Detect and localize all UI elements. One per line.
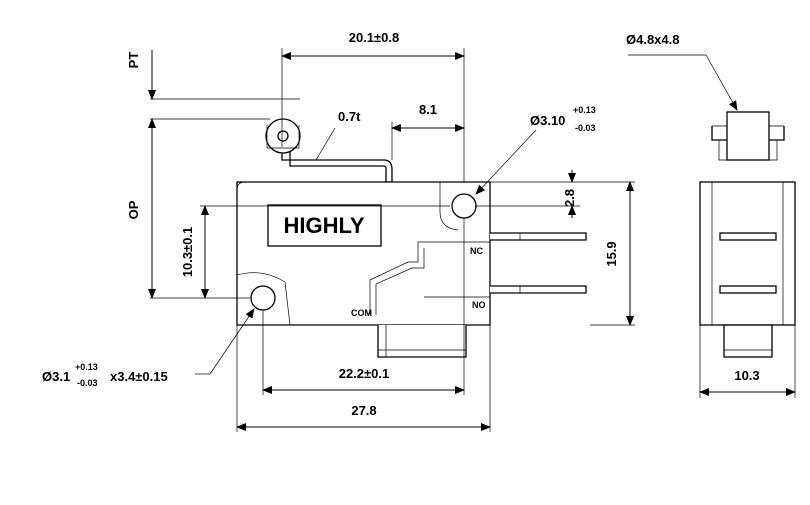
dim-top-hole-tol-minus: -0.03 (575, 123, 596, 133)
dim-pt: PT (126, 52, 141, 69)
hole-boss (236, 272, 291, 326)
dim-roller-size: Ø4.8x4.8 (626, 32, 680, 47)
dim-bottom-hole-dia: Ø3.1 (42, 369, 70, 384)
roller-bracket-left (711, 126, 727, 141)
brand-label-box (267, 204, 382, 247)
side-view (699, 111, 796, 358)
top-mounting-hole (451, 193, 477, 219)
dim-bottom-hole-depth: x3.4±0.15 (110, 369, 168, 384)
side-terminal-no (719, 285, 777, 294)
hole-boss (439, 182, 459, 231)
dim-width-top: 20.1±0.8 (349, 30, 400, 45)
roller-axle (277, 130, 289, 142)
dim-op: OP (126, 200, 141, 219)
side-roller (726, 111, 770, 161)
com-label: COM (351, 308, 372, 318)
com-terminal-path (369, 241, 490, 315)
side-bottom-tab (723, 324, 773, 358)
dim-lever-offset: 8.1 (419, 102, 437, 117)
lever-arm (281, 146, 393, 183)
bottom-mounting-hole (250, 285, 276, 311)
body-bottom-tab (377, 325, 467, 358)
leader-line (209, 308, 255, 375)
roller-fork (718, 140, 778, 161)
brand-label: HIGHLY (283, 213, 364, 238)
dim-height-right: 15.9 (604, 241, 619, 266)
side-dimensions: Ø4.8x4.8 10.3 (626, 32, 796, 398)
dim-body-length: 27.8 (351, 403, 376, 418)
roller-bracket-right (769, 126, 785, 141)
dim-hole-spacing: 10.3±0.1 (180, 227, 195, 278)
dim-top-hole-dia: Ø3.10 (530, 113, 565, 128)
dim-thickness: 0.7t (338, 109, 361, 124)
no-label: NO (472, 300, 486, 310)
dim-bottom-hole-tol-plus: +0.13 (75, 362, 98, 372)
dim-hole-to-top: 2.8 (562, 189, 577, 207)
nc-terminal (490, 232, 587, 241)
com-terminal-path (375, 248, 425, 315)
nc-label: NC (470, 246, 483, 256)
leader-line (475, 129, 537, 195)
side-terminal-nc (719, 232, 777, 241)
leader-line (705, 54, 738, 111)
dim-side-width: 10.3 (734, 368, 759, 383)
front-view: HIGHLY NC NO COM (236, 118, 587, 358)
dim-top-hole-tol-plus: +0.13 (573, 105, 596, 115)
front-dimensions: 20.1±0.8 8.1 0.7t PT OP 10.3±0.1 Ø3.10 +… (42, 30, 635, 432)
no-terminal (490, 285, 587, 294)
dim-bottom-hole-tol-minus: -0.03 (77, 378, 98, 388)
dim-hole-center-span: 22.2±0.1 (339, 366, 390, 381)
roller-bracket (266, 125, 300, 149)
side-body (699, 181, 796, 326)
leader-line (315, 127, 336, 161)
